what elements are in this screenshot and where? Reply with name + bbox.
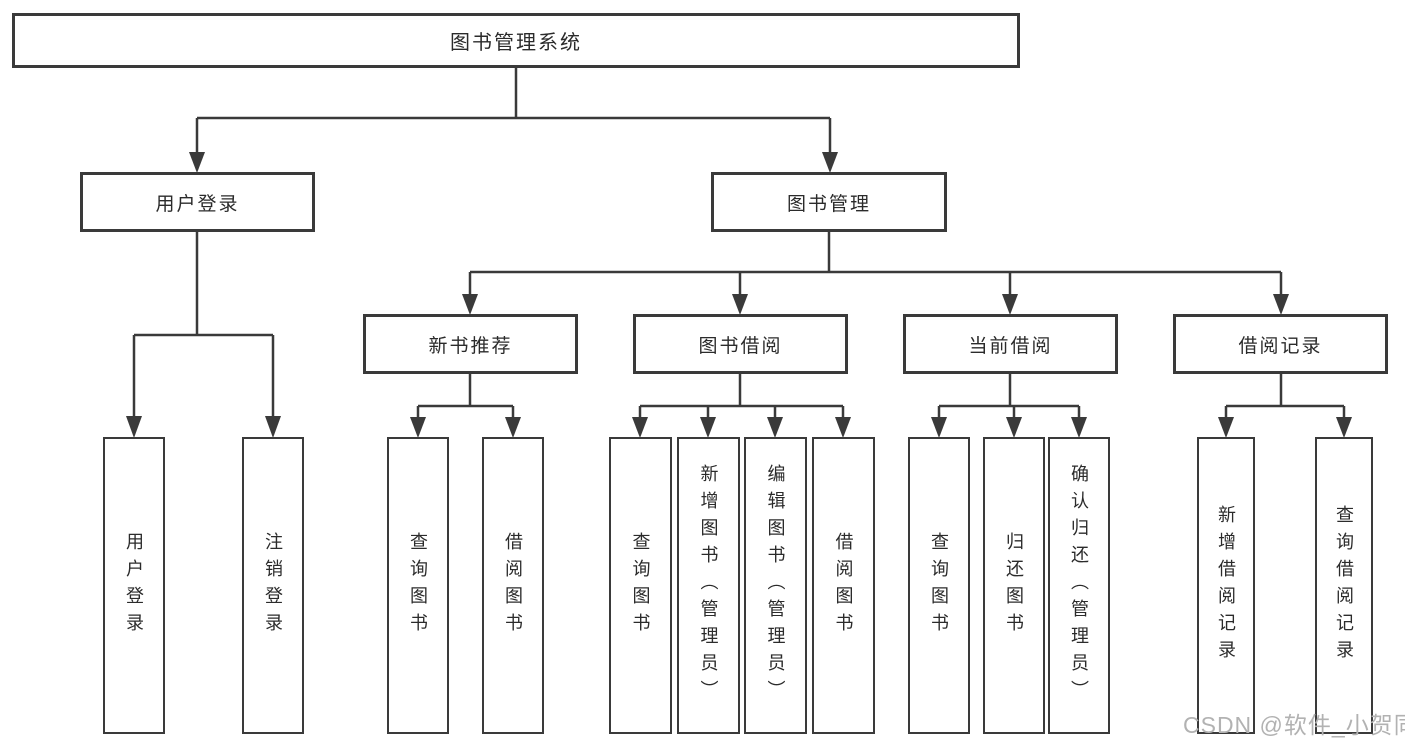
- connector-current-to-leaves: [931, 374, 1087, 438]
- connector-userlogin-to-leaves: [126, 232, 281, 438]
- node-label: 新增图书（管理员）: [698, 464, 719, 707]
- node-label: 借阅记录: [1238, 335, 1323, 357]
- connector-bookmgmt-to-level3: [462, 232, 1289, 315]
- leaf-user-login: 用户登录: [103, 437, 165, 734]
- leaf-add-books-admin: 新增图书（管理员）: [677, 437, 740, 734]
- node-book-management-branch: 图书管理: [711, 172, 947, 232]
- node-label: 查询借阅记录: [1334, 504, 1354, 667]
- node-label: 当前借阅: [968, 335, 1053, 357]
- node-label: 查询图书: [408, 531, 428, 640]
- connector-borrowing-to-leaves: [632, 374, 851, 438]
- watermark-text: CSDN @软件_小贺同学: [1183, 712, 1405, 738]
- node-new-book-recommend: 新书推荐: [363, 314, 578, 374]
- leaf-return-books: 归还图书: [983, 437, 1045, 734]
- connector-records-to-leaves: [1218, 374, 1352, 438]
- node-label: 借阅图书: [503, 531, 523, 640]
- leaf-query-books-recommend: 查询图书: [387, 437, 449, 734]
- leaf-borrow-books-borrowing: 借阅图书: [812, 437, 875, 734]
- node-book-borrowing: 图书借阅: [633, 314, 848, 374]
- node-label: 查询图书: [630, 531, 651, 640]
- node-current-borrowing: 当前借阅: [903, 314, 1118, 374]
- node-label: 新书推荐: [428, 335, 513, 357]
- node-label: 用户登录: [155, 193, 240, 215]
- leaf-add-borrow-record: 新增借阅记录: [1197, 437, 1255, 734]
- node-label: 图书管理系统: [450, 32, 582, 54]
- leaf-query-borrow-record: 查询借阅记录: [1315, 437, 1373, 734]
- node-label: 图书借阅: [698, 335, 783, 357]
- node-user-login-branch: 用户登录: [80, 172, 315, 232]
- leaf-logout: 注销登录: [242, 437, 304, 734]
- node-label: 新增借阅记录: [1216, 504, 1236, 667]
- node-borrowing-records: 借阅记录: [1173, 314, 1388, 374]
- node-label: 借阅图书: [833, 531, 854, 640]
- node-label: 用户登录: [124, 531, 144, 640]
- connector-newbooks-to-leaves: [410, 374, 521, 438]
- node-label: 图书管理: [786, 193, 871, 215]
- node-label: 确认归还（管理员）: [1069, 464, 1089, 707]
- node-library-system: 图书管理系统: [12, 13, 1020, 68]
- node-label: 注销登录: [263, 531, 283, 640]
- connector-root-to-level2: [189, 68, 838, 173]
- node-label: 归还图书: [1004, 531, 1024, 640]
- leaf-edit-books-admin: 编辑图书（管理员）: [744, 437, 807, 734]
- leaf-query-books-current: 查询图书: [908, 437, 970, 734]
- leaf-borrow-books-recommend: 借阅图书: [482, 437, 544, 734]
- leaf-query-books-borrowing: 查询图书: [609, 437, 672, 734]
- node-label: 编辑图书（管理员）: [765, 464, 786, 707]
- node-label: 查询图书: [929, 531, 949, 640]
- leaf-confirm-return-admin: 确认归还（管理员）: [1048, 437, 1110, 734]
